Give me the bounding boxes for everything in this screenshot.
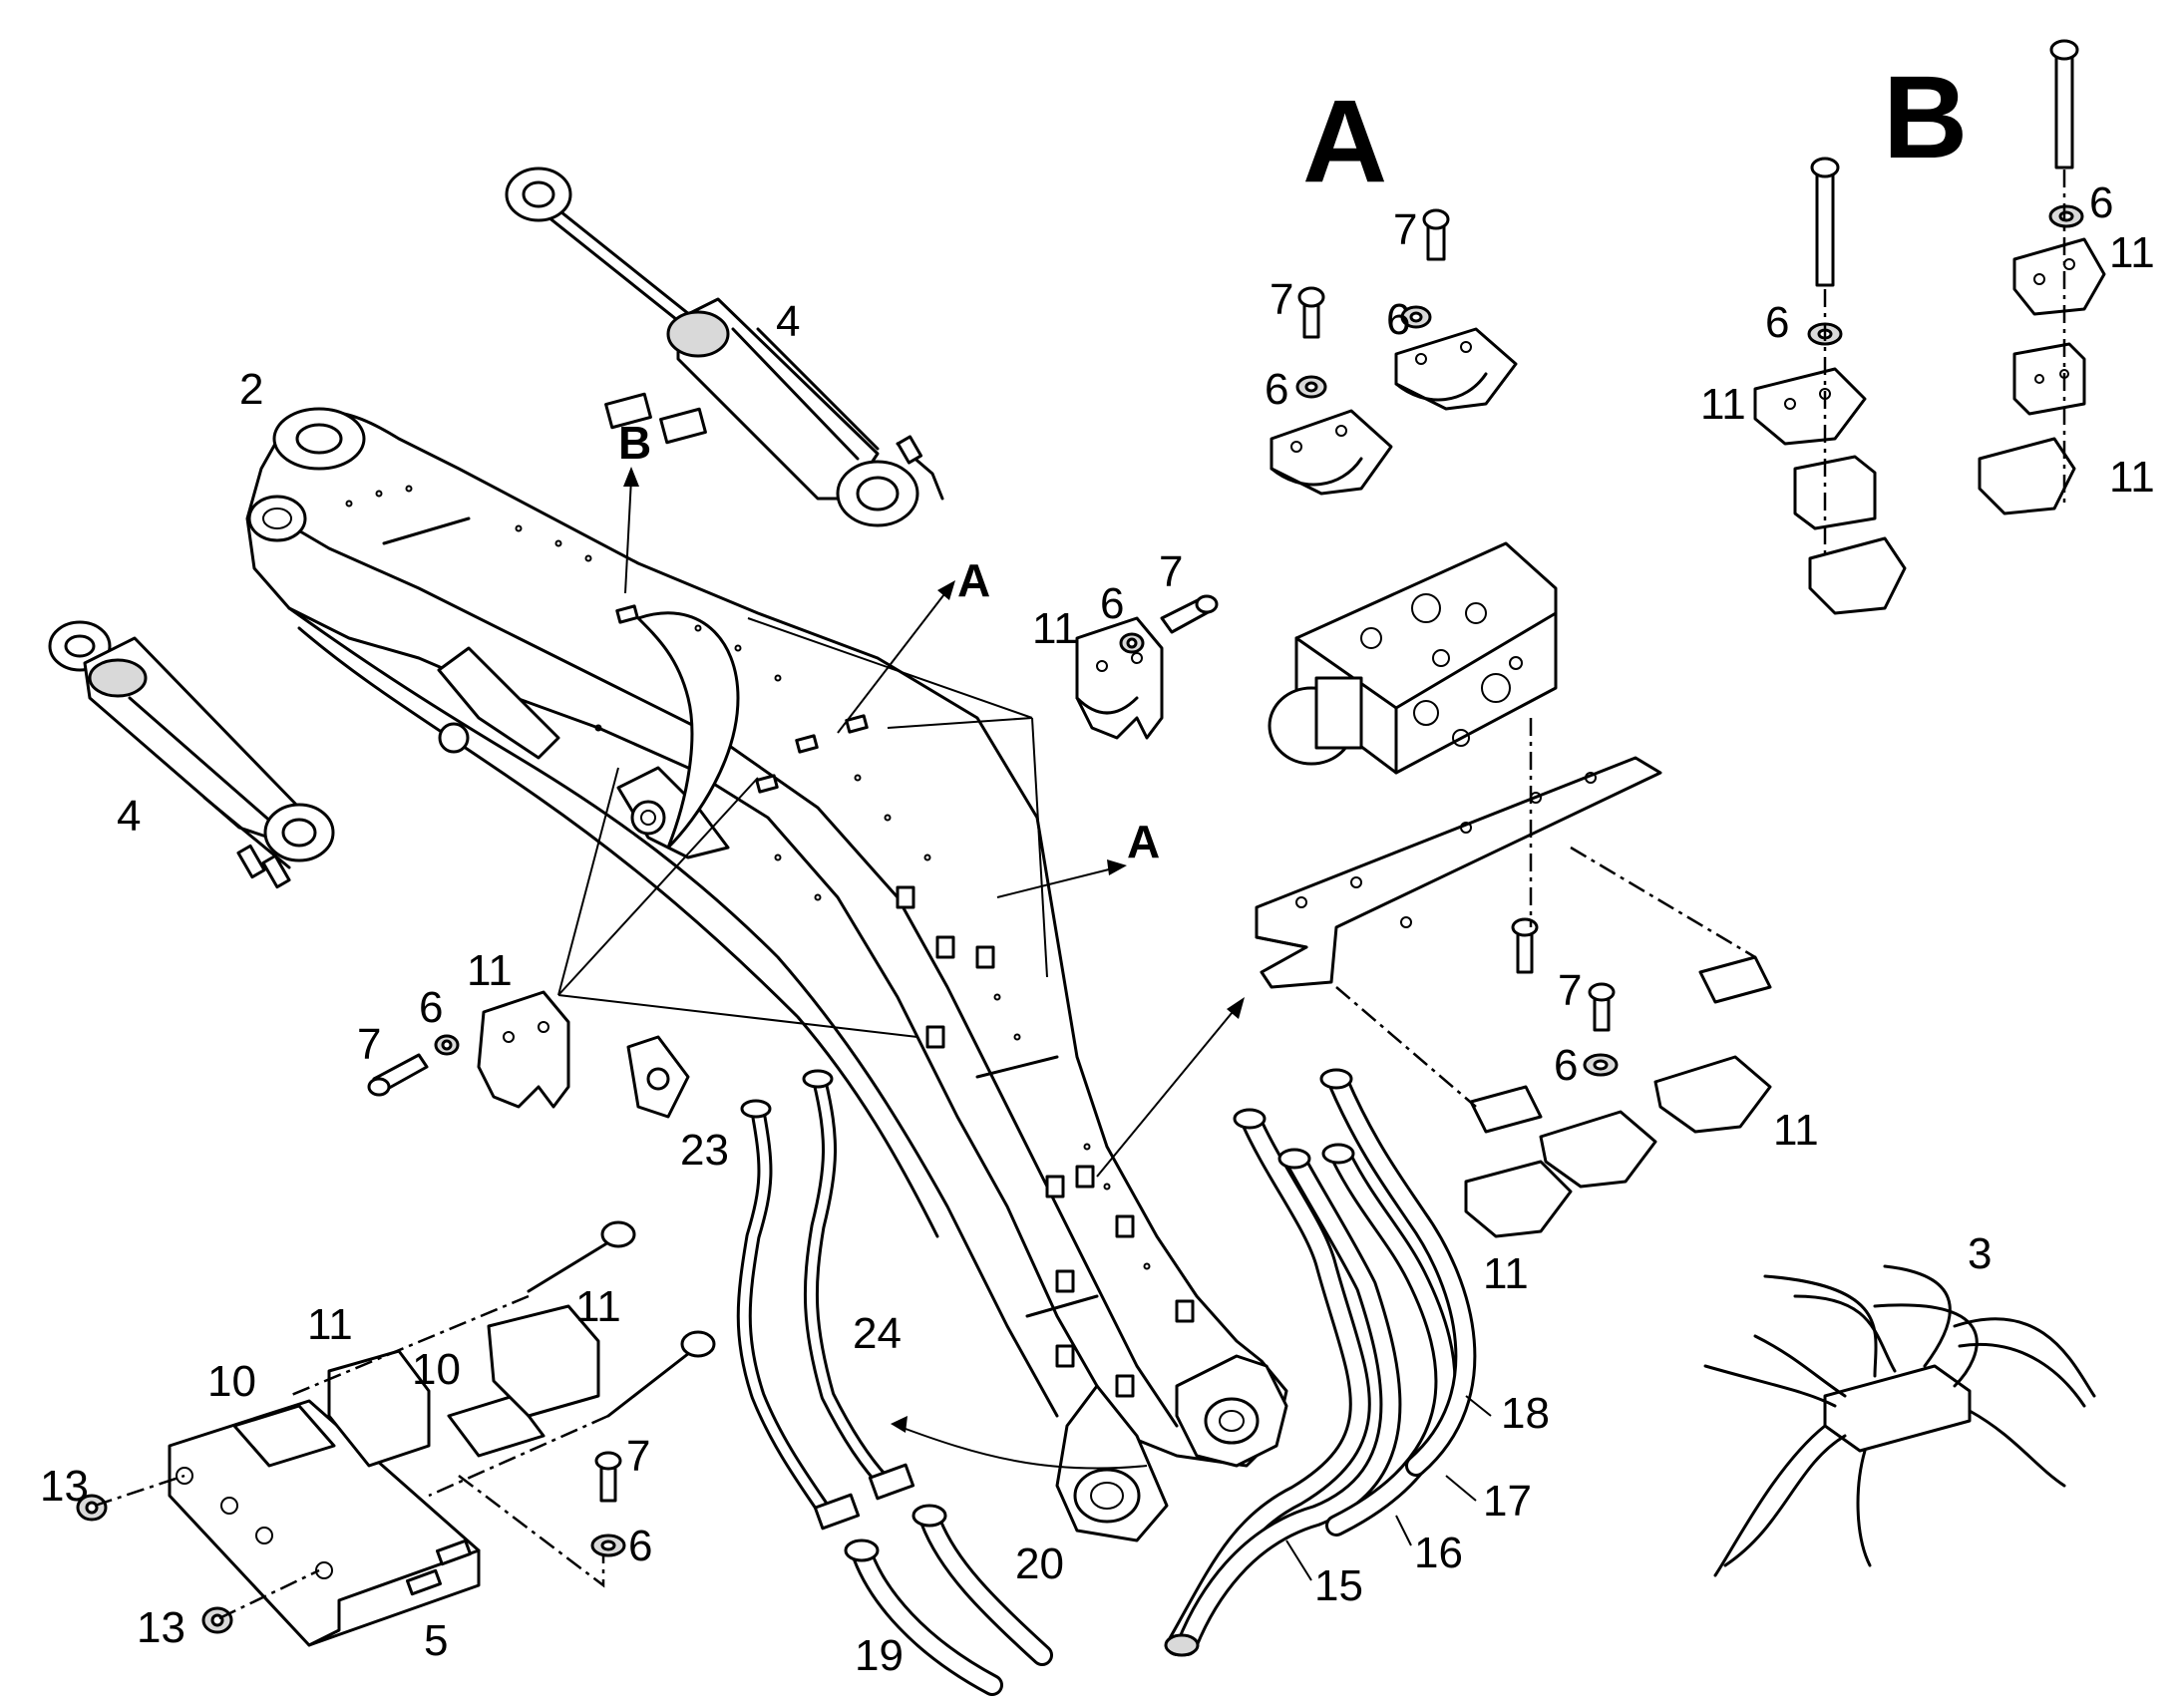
callout-spacer-b: 10 <box>412 1345 461 1394</box>
callout-washer-mid: 6 <box>1100 579 1124 628</box>
callout-boom: 2 <box>239 365 263 414</box>
clip-assembly-middle <box>1075 594 1219 740</box>
callout-a-screw-top: 7 <box>1393 205 1417 254</box>
callout-b-washer-top: 6 <box>2089 178 2113 227</box>
pointer-a-upper: A <box>957 554 990 606</box>
callout-a-washer-mid: 6 <box>1386 295 1410 344</box>
plate-fasteners <box>1464 917 1772 1238</box>
pipes-23-24 <box>736 1069 915 1531</box>
callout-screw-mid: 7 <box>1159 547 1183 596</box>
callout-clip-mid: 11 <box>1032 604 1078 653</box>
view-a-title: A <box>1302 76 1387 207</box>
callout-hose-20: 20 <box>1015 1539 1064 1588</box>
callout-bracket-clip-a: 11 <box>307 1300 353 1349</box>
view-b-title: B <box>1883 52 1968 183</box>
callout-spacer-a: 10 <box>207 1357 256 1406</box>
callout-b-clip-left: 11 <box>1700 380 1746 429</box>
callout-cyl-upper: 4 <box>776 297 800 346</box>
callout-pipe-23: 23 <box>680 1126 729 1175</box>
callout-bracket-screw: 7 <box>626 1432 650 1481</box>
callout-a-screw-mid: 7 <box>1270 275 1293 324</box>
callout-bracket-clip-b: 11 <box>575 1282 621 1331</box>
callout-b-washer-left: 6 <box>1765 298 1789 347</box>
callout-hose-18: 18 <box>1501 1389 1550 1438</box>
hydraulic-cylinder-upper <box>505 167 944 527</box>
callout-hose-16: 16 <box>1414 1529 1463 1577</box>
callout-harness: 3 <box>1968 1229 1992 1278</box>
hoses-19-20 <box>844 1504 1053 1696</box>
pointer-b: B <box>618 417 651 469</box>
pointer-a-lower: A <box>1127 816 1160 867</box>
valve-block <box>1268 541 1558 775</box>
callout-b-clip-right: 11 <box>2109 453 2155 502</box>
callout-a-washer-low: 6 <box>1265 365 1288 414</box>
callout-plate-washer: 6 <box>1554 1041 1578 1090</box>
callout-cyl-left: 4 <box>117 792 141 841</box>
boom-arm <box>245 392 1288 1542</box>
callout-nut-b: 13 <box>137 1603 185 1652</box>
callout-bracket: 5 <box>424 1616 448 1665</box>
detail-b-clips <box>1753 39 2106 615</box>
hoses-15-18 <box>1164 1068 1477 1657</box>
clip-assembly-left <box>367 990 570 1109</box>
callout-screw-left: 7 <box>357 1020 381 1069</box>
callout-leaders <box>1285 1395 1492 1581</box>
callout-plate-clip-right: 11 <box>1773 1106 1819 1155</box>
callout-hose-19: 19 <box>855 1631 904 1680</box>
hydraulic-cylinder-left <box>48 620 335 889</box>
detail-a-clips <box>1270 208 1518 496</box>
callout-bracket-washer: 6 <box>628 1522 652 1570</box>
callout-nut-a: 13 <box>40 1462 89 1511</box>
callout-washer-left: 6 <box>419 983 443 1032</box>
bracket-assembly <box>76 1220 716 1647</box>
callout-plate-clip-low: 11 <box>1483 1249 1529 1298</box>
leader-lines <box>557 467 1245 1470</box>
callout-plate-screw: 7 <box>1558 966 1582 1015</box>
mounting-plate <box>1255 756 1662 989</box>
callout-clip-left: 11 <box>467 946 513 995</box>
callout-b-clip-top: 11 <box>2109 228 2155 277</box>
callout-hose-17: 17 <box>1483 1477 1532 1526</box>
wiring-harness <box>1703 1264 2096 1577</box>
callout-hose-15: 15 <box>1314 1561 1363 1610</box>
callout-pipe-24: 24 <box>853 1309 902 1358</box>
centerlines <box>94 170 2066 1620</box>
